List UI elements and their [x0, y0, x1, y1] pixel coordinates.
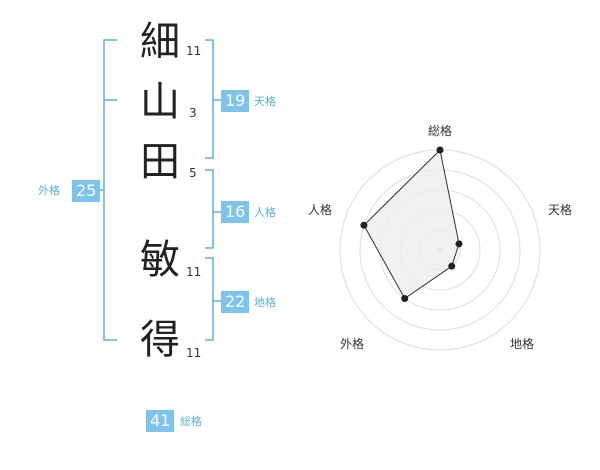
jinkaku-value: 16	[221, 201, 250, 223]
radar-series-polygon	[363, 148, 460, 300]
stroke-count-4: 11	[186, 265, 202, 279]
chikaku-value: 22	[221, 291, 250, 313]
radar-point-4	[401, 295, 409, 303]
name-char-2: 山	[140, 79, 180, 125]
jinkaku-label: 人格	[254, 206, 276, 219]
tenkaku-label: 天格	[254, 95, 276, 108]
stroke-count-2: 3	[189, 106, 197, 120]
radar-axis-label-gaikaku: 外格	[340, 337, 365, 351]
gaikaku-label: 外格	[38, 184, 60, 197]
chikaku-label: 地格	[254, 296, 276, 309]
radar-axis-label-jinkaku: 人格	[308, 203, 333, 217]
radar-point-3	[448, 262, 456, 270]
radar-axis-label-chikaku: 地格	[510, 337, 535, 351]
radar-point-5	[360, 221, 368, 229]
radar-axis-label-soukaku: 総格	[428, 124, 453, 138]
soukaku-label: 総格	[180, 415, 202, 428]
tenkaku-value: 19	[221, 90, 250, 112]
name-char-4: 敏	[140, 237, 180, 283]
stroke-count-1: 11	[186, 44, 202, 58]
name-char-5: 得	[140, 317, 180, 363]
soukaku-value: 41	[146, 410, 175, 432]
gaikaku-value: 25	[72, 180, 101, 202]
stroke-count-5: 11	[186, 346, 202, 360]
name-char-1: 細	[140, 19, 180, 65]
name-char-3: 田	[140, 139, 180, 185]
stroke-count-3: 5	[189, 166, 197, 180]
radar-point-1	[436, 146, 444, 154]
radar-point-2	[455, 240, 463, 248]
radar-axis-label-tenkaku: 天格	[548, 203, 573, 217]
